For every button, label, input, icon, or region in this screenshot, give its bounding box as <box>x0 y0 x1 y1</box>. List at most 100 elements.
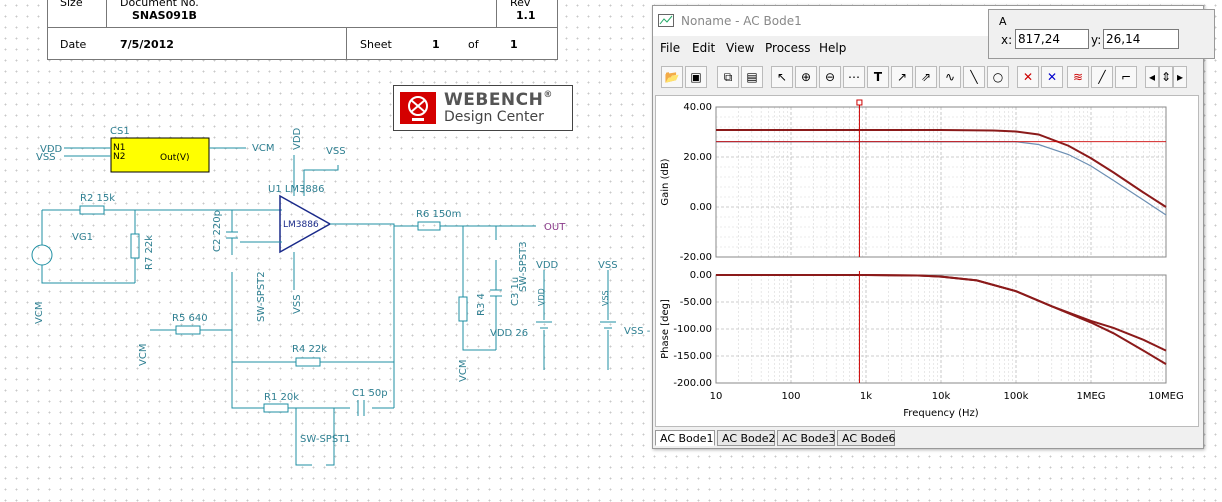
line-arrow-icon[interactable]: ⇗ <box>915 66 937 88</box>
app-chart-icon <box>658 14 674 27</box>
arrow-right-icon[interactable]: ▸ <box>1173 66 1187 88</box>
tab-ac-bode1[interactable]: AC Bode1 <box>655 430 715 446</box>
c2-wires <box>226 209 282 362</box>
doc-value: SNAS091B <box>132 9 197 22</box>
menu-process[interactable]: Process <box>765 41 811 55</box>
schematic-canvas[interactable]: Size Document No. SNAS091B Rev 1.1 Date … <box>0 0 652 502</box>
zoom-in-icon[interactable]: ⊕ <box>795 66 817 88</box>
plot-area[interactable] <box>655 95 1199 427</box>
lbl-n2: N2 <box>113 152 125 162</box>
feedback-wires <box>150 329 394 466</box>
lbl-r3: R3 4 <box>476 293 487 316</box>
lbl-vss5: VSS <box>292 294 303 314</box>
lbl-vdd1: VDD <box>40 144 63 155</box>
lbl-vcm3: VCM <box>34 302 45 324</box>
curve-tool-icon[interactable]: ∿ <box>939 66 961 88</box>
lbl-vdd2: VDD <box>292 127 303 150</box>
lbl-r2: R2 15k <box>80 193 115 204</box>
lbl-vss1: VSS <box>36 152 56 163</box>
window-title: Noname - AC Bode1 <box>681 14 802 28</box>
paste-icon[interactable]: ▤ <box>741 66 763 88</box>
readout-cursor-label: A <box>999 15 1007 28</box>
lbl-u1: U1 LM3886 <box>268 184 325 195</box>
lbl-c2: C2 220p <box>212 210 223 252</box>
r6-body <box>417 221 441 231</box>
lbl-opamp: LM3886 <box>283 220 319 230</box>
webench-reg: ® <box>543 90 553 100</box>
step-icon[interactable]: ⌐ <box>1115 66 1137 88</box>
arrow-left-icon[interactable]: ◂ <box>1145 66 1159 88</box>
webench-emblem-icon <box>400 92 436 124</box>
line-tool-icon[interactable]: ╲ <box>963 66 985 88</box>
menu-edit[interactable]: Edit <box>692 41 716 55</box>
c1-plates <box>357 400 365 416</box>
readout-y-label: y: <box>1091 33 1102 47</box>
lbl-vcm4: VCM <box>458 360 469 382</box>
vg1-source <box>31 244 53 266</box>
menu-bar: File Edit View Process Help <box>653 38 1203 58</box>
lbl-vss3b: VSS <box>601 290 610 306</box>
zoom-out-icon[interactable]: ⊖ <box>819 66 841 88</box>
u1-opamp <box>279 194 332 254</box>
copy-icon[interactable]: ⧉ <box>717 66 739 88</box>
r7-body <box>130 233 140 259</box>
tab-ac-bode2[interactable]: AC Bode2 <box>717 430 776 446</box>
lbl-r4: R4 22k <box>292 344 327 355</box>
title-block: Size Document No. SNAS091B Rev 1.1 Date … <box>47 0 558 60</box>
lbl-vdd3b: VDD <box>537 288 546 306</box>
r3-body <box>458 296 468 322</box>
cursor-b-icon[interactable]: ✕ <box>1041 66 1063 88</box>
lbl-r5: R5 640 <box>172 313 208 324</box>
lbl-vcm1: VCM <box>252 143 274 154</box>
lbl-swsp2: SW-SPST2 <box>256 271 267 322</box>
menu-view[interactable]: View <box>726 41 755 55</box>
webench-logo: WEBENCH® Design Center <box>393 85 573 131</box>
lbl-c3: C3 1u <box>510 277 521 306</box>
output-wires <box>394 225 536 351</box>
open-icon[interactable]: 📂 <box>661 66 683 88</box>
webench-line1: WEBENCH <box>444 90 544 110</box>
cursor-a-icon[interactable]: ✕ <box>1017 66 1039 88</box>
probe-icon[interactable]: ╱ <box>1091 66 1113 88</box>
of-label: of <box>468 38 479 51</box>
arrow-tool-icon[interactable]: ↗ <box>891 66 913 88</box>
lbl-vss3: VSS <box>598 260 618 271</box>
supply-wires <box>536 270 616 370</box>
circle-tool-icon[interactable]: ○ <box>987 66 1009 88</box>
schematic-drawing: CS1 VDD VSS N1 N2 Out(V) VCM VDD VSS U1 … <box>31 126 651 466</box>
rev-value: 1.1 <box>516 9 536 22</box>
pointer-icon[interactable]: ↖ <box>771 66 793 88</box>
tab-ac-bode6[interactable]: AC Bode6 <box>837 430 896 446</box>
text-tool-icon[interactable]: T <box>867 66 889 88</box>
grid-icon[interactable]: ⋯ <box>843 66 865 88</box>
arrow-updown-icon[interactable]: ⇕ <box>1159 66 1173 88</box>
webench-text: WEBENCH® <box>444 90 553 110</box>
opamp-wires <box>240 155 395 408</box>
lbl-swsp3: SW-SPST3 <box>518 241 529 292</box>
menu-help[interactable]: Help <box>819 41 847 55</box>
lbl-vss4: VSS - <box>624 326 651 337</box>
menu-file[interactable]: File <box>660 41 681 55</box>
size-label: Size <box>60 0 83 9</box>
r1-body <box>263 403 289 413</box>
date-value: 7/5/2012 <box>120 38 174 51</box>
ac-bode-window[interactable]: Noname - AC Bode1 File Edit View Process… <box>652 5 1204 449</box>
r2-body <box>79 205 105 215</box>
save-icon[interactable]: ▣ <box>685 66 707 88</box>
readout-x-field[interactable]: 817,24 <box>1015 29 1089 49</box>
date-label: Date <box>60 38 87 51</box>
lbl-vss2: VSS <box>326 146 346 157</box>
r5-body <box>175 325 201 335</box>
cursor-readout: A x: 817,24 y: 26,14 <box>988 9 1215 59</box>
cs1-wires <box>64 147 246 157</box>
tab-ac-bode3[interactable]: AC Bode3 <box>777 430 836 446</box>
schematic-text: CS1 VDD VSS N1 N2 Out(V) VCM VDD VSS U1 … <box>34 126 651 445</box>
wave-icon[interactable]: ≋ <box>1067 66 1089 88</box>
lbl-n1: N1 <box>113 143 125 153</box>
lbl-cs1: CS1 <box>110 126 130 137</box>
readout-y-field[interactable]: 26,14 <box>1103 29 1179 49</box>
cs1-body <box>110 137 210 173</box>
r4-body <box>295 357 321 367</box>
lbl-out: OUT <box>544 222 566 233</box>
sheet-num: 1 <box>432 38 440 51</box>
